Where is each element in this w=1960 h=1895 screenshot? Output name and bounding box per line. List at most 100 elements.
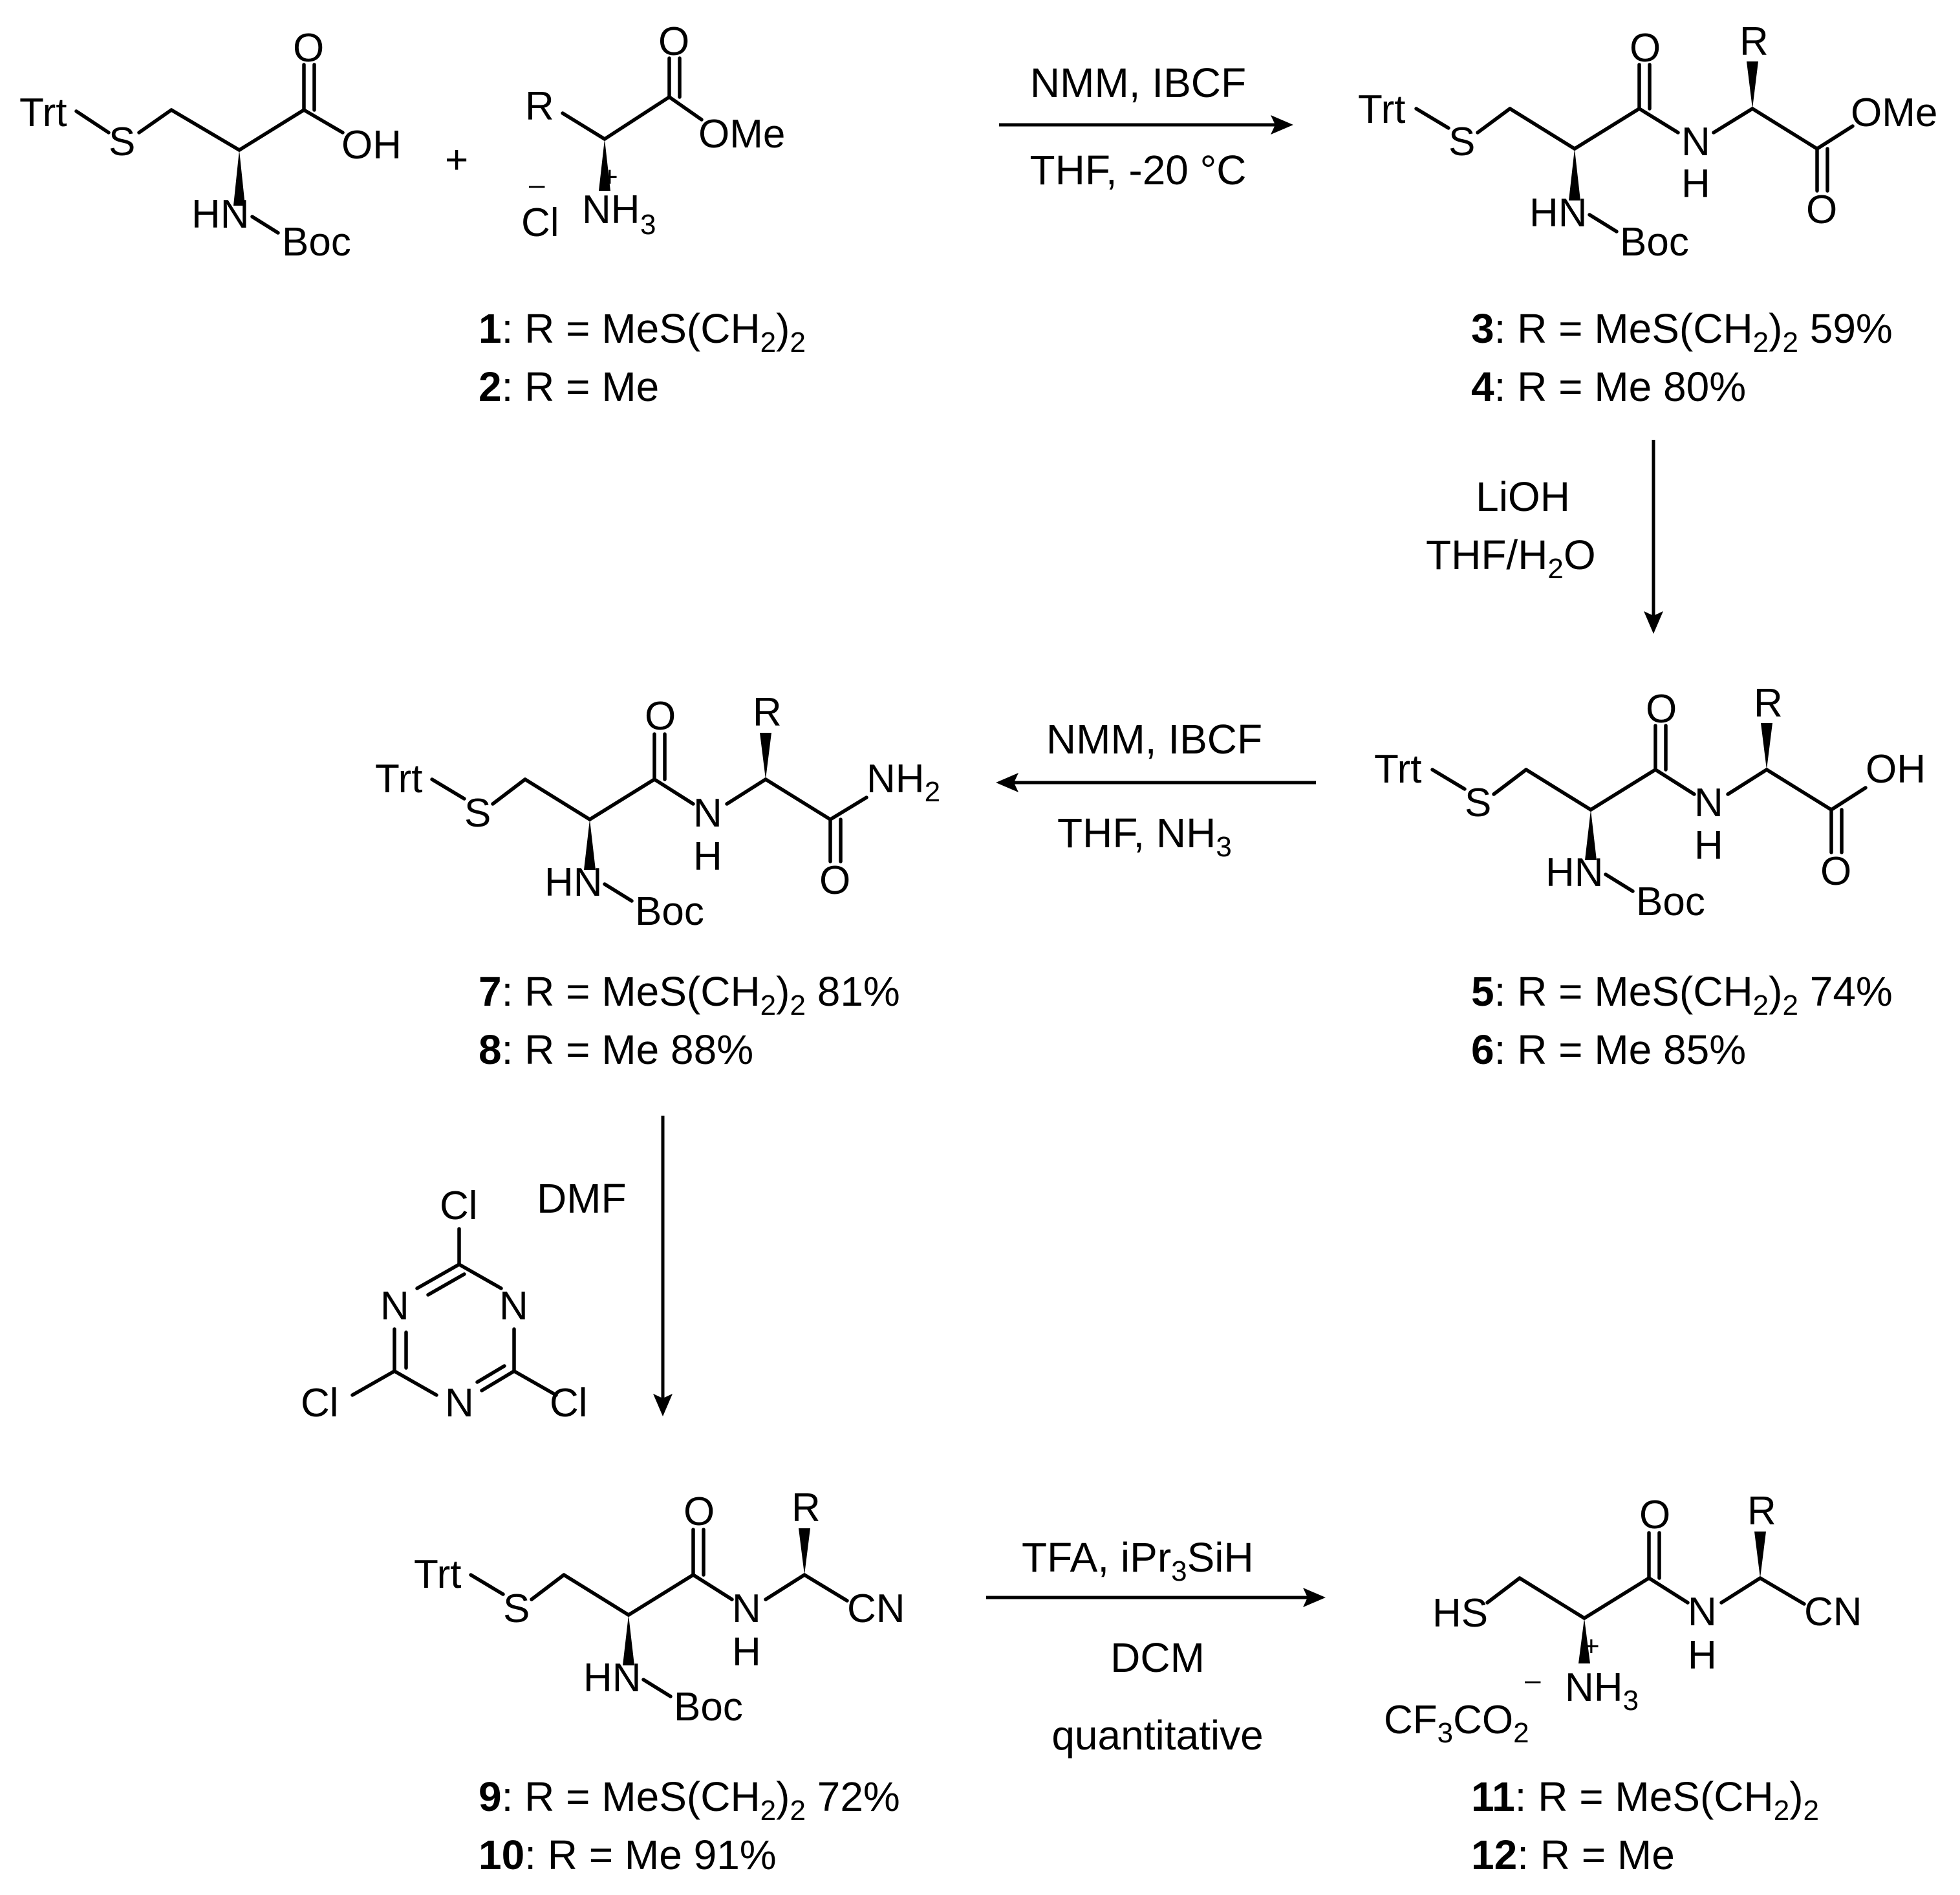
atom-hn: HN [1529,191,1588,235]
atom-minus: – [1525,1664,1541,1696]
condition-step3-bottom: THF, NH3 [1057,810,1232,863]
condition-step5-mid: DCM [1110,1634,1205,1681]
cyanuric-chloride: Cl N N N Cl Cl [301,1184,588,1425]
atom-r: R [1754,681,1783,726]
atom-s: S [503,1586,530,1631]
atom-trt: Trt [1374,747,1421,792]
atom-h: H [1694,823,1723,868]
label-6: 6: R = Me 85% [1471,1026,1746,1073]
condition-step2-bottom: THF/H2O [1426,532,1596,585]
label-4: 4: R = Me 80% [1471,363,1746,410]
compound-boc-cys-trt-oh: Trt S O OH HN Boc [19,26,402,265]
label-12: 12: R = Me [1471,1832,1675,1878]
atom-n: N [445,1381,474,1425]
svg-text:12: R = Me: 12: R = Me [1471,1832,1675,1878]
atom-o: O [1806,188,1837,232]
condition-step5-bottom: quantitative [1051,1712,1263,1759]
atom-cl: Cl [550,1381,588,1425]
atom-n: N [1688,1590,1717,1634]
svg-text:1: R = MeS(CH2)2: 1: R = MeS(CH2)2 [479,305,806,358]
condition-step1-top: NMM, IBCF [1030,60,1246,106]
atom-boc: Boc [282,220,351,265]
atom-nh: NH [582,188,640,232]
condition-step1-bottom: THF, -20 °C [1030,147,1247,193]
atom-n: N [1681,120,1710,164]
svg-text:7: R = MeS(CH2)2 81%: 7: R = MeS(CH2)2 81% [479,968,900,1021]
atom-hn: HN [583,1656,641,1700]
atom-cl: Cl [521,200,559,245]
condition-step3-top: NMM, IBCF [1046,716,1262,763]
atom-minus: – [529,169,545,200]
atom-nh: NH3 [1565,1665,1639,1716]
atom-r: R [792,1486,821,1530]
atom-s: S [109,120,135,164]
compound-5-6: Trt S O N H R O OH HN Boc [1374,681,1926,924]
atom-nh2: NH2 [867,757,940,808]
svg-text:4: R = Me 80%: 4: R = Me 80% [1471,363,1746,410]
atom-ome: OMe [1851,91,1937,135]
atom-o: O [1639,1493,1670,1537]
label-1: 1: R = MeS(CH2)2 [479,305,806,358]
svg-text:6: R = Me 85%: 6: R = Me 85% [1471,1026,1746,1073]
svg-text:9: R = MeS(CH2)2 72%: 9: R = MeS(CH2)2 72% [479,1773,900,1826]
label-9: 9: R = MeS(CH2)2 72% [479,1773,900,1826]
atom-r: R [753,690,782,735]
atom-n: N [380,1284,409,1328]
atom-n: N [1694,781,1723,825]
svg-text:3: R = MeS(CH2)2 59%: 3: R = MeS(CH2)2 59% [1471,305,1893,358]
atom-trt: Trt [414,1552,461,1597]
svg-text:2: R = Me: 2: R = Me [479,363,659,410]
compound-3-4: Trt S O N H R O OMe HN Boc [1358,19,1937,265]
atom-o: O [1630,26,1661,70]
arrow-step2: LiOH THF/H2O [1426,440,1663,634]
atom-plus: + [601,161,618,193]
compound-amino-ester-hcl: R O OMe NH 3 + – Cl [521,19,785,245]
atom-o: O [1820,849,1851,894]
atom-h3: 3 [640,209,656,241]
arrow-step5: TFA, iPr3SiH DCM quantitative [986,1534,1326,1759]
label-10: 10: R = Me 91% [479,1832,777,1878]
compound-9-10: Trt S O N H R CN HN Boc [414,1486,905,1729]
atom-boc: Boc [674,1685,743,1729]
arrow-step1: NMM, IBCF THF, -20 °C [999,60,1293,193]
atom-hn: HN [191,192,250,237]
atom-oh: OH [1866,747,1926,792]
atom-o: O [1646,687,1677,731]
atom-cl: Cl [301,1381,339,1425]
svg-text:11: R = MeS(CH2)2: 11: R = MeS(CH2)2 [1471,1773,1819,1826]
label-2: 2: R = Me [479,363,659,410]
atom-cn: CN [847,1586,905,1631]
atom-hs: HS [1432,1591,1488,1636]
condition-step5-top: TFA, iPr3SiH [1022,1534,1254,1587]
atom-boc: Boc [1636,880,1705,924]
atom-n: N [732,1586,761,1631]
atom-o: O [293,26,324,70]
atom-r: R [525,84,554,129]
atom-r: R [1747,1489,1776,1533]
atom-trt: Trt [1358,87,1405,132]
compound-7-8: Trt S O N H R O NH2 HN Boc [375,690,940,934]
atom-h: H [1688,1633,1717,1678]
arrow-step3: NMM, IBCF THF, NH3 [996,716,1316,863]
atom-n: N [499,1284,528,1328]
atom-s: S [464,791,491,836]
label-8: 8: R = Me 88% [479,1026,753,1073]
atom-o: O [684,1489,715,1534]
label-11: 11: R = MeS(CH2)2 [1471,1773,1819,1826]
atom-tfa: CF3CO2 [1384,1698,1529,1749]
atom-boc: Boc [635,889,704,934]
svg-text:10: R = Me 91%: 10: R = Me 91% [479,1832,777,1878]
atom-boc: Boc [1620,220,1689,265]
plus-sign: + [445,138,468,182]
atom-cn: CN [1804,1590,1862,1634]
condition-step2-top: LiOH [1476,473,1570,520]
atom-n: N [693,791,722,836]
atom-hn: HN [1545,850,1604,895]
atom-h: H [693,834,722,879]
label-3: 3: R = MeS(CH2)2 59% [1471,305,1893,358]
atom-h: H [732,1630,761,1674]
atom-cl: Cl [440,1184,478,1228]
atom-oh: OH [341,123,402,168]
atom-s: S [1448,120,1475,164]
